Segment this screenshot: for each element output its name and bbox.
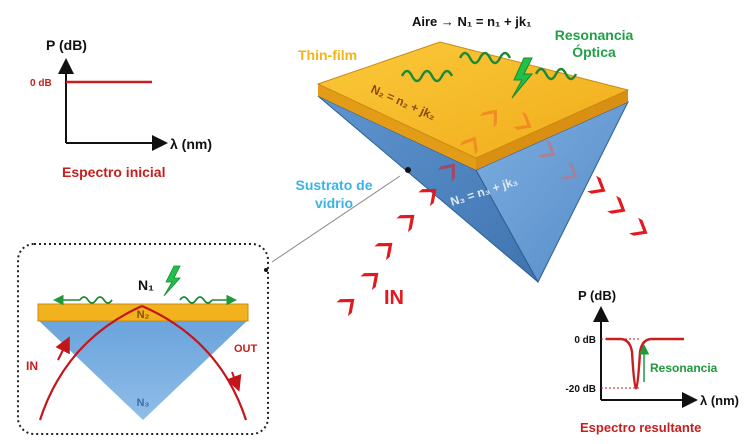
main-prism: Thin-film N₂ = n₂ + jk₂ N₃ = n₃ + jk₃ Ai… (264, 14, 648, 317)
result-caption: Espectro resultante (580, 420, 701, 435)
incident-chevron (418, 188, 437, 207)
thin-film-top (316, 41, 630, 159)
incident-chevron (360, 272, 379, 291)
internal-chevron (479, 109, 498, 128)
internal-chevron (459, 136, 478, 155)
incident-chevron (396, 214, 415, 233)
incident-chevrons (336, 188, 437, 317)
inset-film (37, 303, 249, 322)
initial-level-label: 0 dB (30, 78, 52, 89)
inset-out-label: OUT (234, 343, 258, 355)
substrate-label-2: vidrio (315, 195, 353, 211)
internal-chevron (559, 161, 578, 180)
initial-caption: Espectro inicial (62, 164, 165, 180)
inset-n1-label: N₁ (138, 277, 154, 293)
internal-chevron (537, 139, 556, 158)
initial-x-label: λ (nm) (170, 136, 212, 152)
air-label: Aire → N₁ = n₁ + jk₁ (412, 14, 531, 29)
result-x-label: λ (nm) (700, 393, 739, 408)
incident-chevron (374, 242, 393, 261)
focus-point (405, 167, 411, 173)
film-front-edge (318, 84, 476, 170)
inset-output-arrow (226, 371, 242, 392)
inset-incident-arrow (55, 336, 70, 361)
inset-wave-left (79, 296, 113, 304)
exit-chevron (587, 175, 606, 194)
inset-glass (38, 320, 248, 420)
exit-chevron (629, 217, 648, 236)
internal-chevron (513, 111, 532, 130)
main-in-label: IN (384, 287, 404, 309)
resonance-label-1: Resonancia (555, 27, 634, 43)
surface-wave-left (400, 69, 454, 83)
inset-lightning-icon (163, 265, 181, 297)
resonance-label-2: Óptica (572, 43, 616, 60)
inset-n2-label: N₂ (137, 309, 150, 321)
inset-in-label: IN (26, 359, 38, 373)
inset-wave-right (179, 296, 213, 304)
inset-detail: N₂ N₃ N₁ IN OUT (17, 243, 269, 435)
incident-chevron (336, 298, 355, 317)
inset-frame (17, 243, 269, 435)
initial-spectrum-plot: P (dB) λ (nm) 0 dB Espectro inicial (30, 37, 212, 180)
result-top-tick: 0 dB (574, 335, 596, 346)
resulting-spectrum-plot: P (dB) λ (nm) 0 dB -20 dB Resonancia Esp… (565, 288, 739, 435)
result-resonance-label: Resonancia (650, 361, 718, 375)
surface-wave-center (458, 51, 512, 65)
inset-output-path (141, 304, 248, 421)
leader-line (271, 175, 401, 263)
lightning-icon (511, 57, 534, 99)
surface-wave-right (534, 67, 578, 81)
film-right-edge (476, 90, 628, 170)
initial-y-label: P (dB) (46, 37, 87, 53)
result-y-label: P (dB) (578, 288, 616, 303)
film-label: Thin-film (298, 47, 357, 63)
internal-chevron (437, 163, 456, 182)
exit-chevrons (587, 175, 648, 236)
internal-chevrons (437, 109, 578, 182)
exit-chevron (607, 195, 626, 214)
substrate-label-1: Sustrato de (295, 177, 372, 193)
inset-n3-label: N₃ (136, 397, 149, 409)
inset-incident-path (38, 304, 143, 421)
result-bottom-tick: -20 dB (565, 384, 596, 395)
